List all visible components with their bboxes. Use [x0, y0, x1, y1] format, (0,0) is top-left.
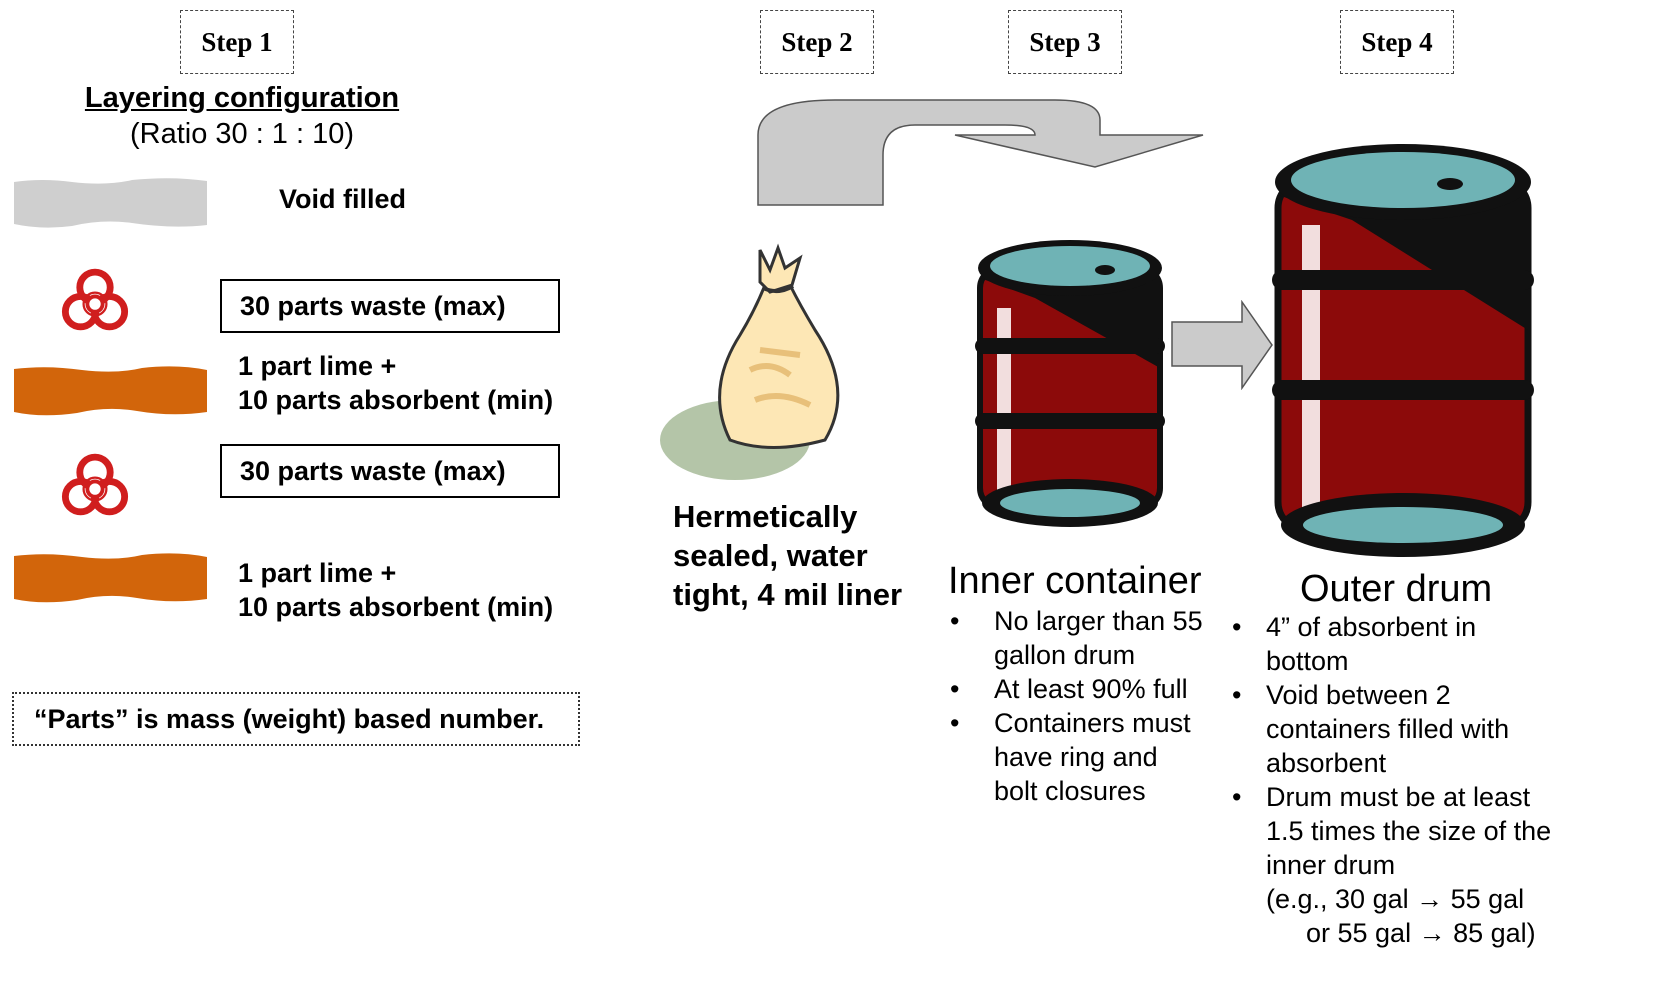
lime-line-2b: 10 parts absorbent (min) [238, 592, 554, 622]
void-filled-label: Void filled [279, 184, 406, 214]
inner-bullet-3-line-2: have ring and [994, 742, 1158, 772]
outer-bullet-1-line-2: bottom [1266, 646, 1349, 676]
inner-bullet-2: • At least 90% full [948, 672, 1218, 706]
outer-example-line-1: (e.g., 30 gal → 55 gal [1266, 884, 1525, 914]
lime-label-1: 1 part lime + 10 parts absorbent (min) [238, 349, 553, 417]
outer-bullet-2-line-1: Void between 2 [1266, 680, 1451, 710]
inner-container-bullets: • No larger than 55 gallon drum • At lea… [948, 604, 1218, 808]
outer-example-line-2: or 55 gal → 85 gal) [1306, 918, 1536, 948]
inner-bullet-1-line-1: No larger than 55 [994, 606, 1203, 636]
outer-bullet-2-line-2: containers filled with [1266, 714, 1510, 744]
lime-line-2a: 10 parts absorbent (min) [238, 385, 554, 415]
step-3-text: Step 3 [1029, 26, 1101, 57]
step-4-text: Step 4 [1361, 26, 1433, 57]
inner-bullet-3: • Containers must have ring and bolt clo… [948, 706, 1218, 808]
outer-drum-title: Outer drum [1300, 568, 1493, 610]
step-4-label: Step 4 [1340, 10, 1454, 74]
layering-ratio: (Ratio 30 : 1 : 10) [129, 118, 355, 150]
outer-drum-bullets: • 4” of absorbent in bottom • Void betwe… [1228, 610, 1568, 950]
waste-layer-label-2: 30 parts waste (max) [240, 455, 506, 486]
parts-note-text: “Parts” is mass (weight) based number. [34, 703, 545, 734]
liner-label: Hermetically sealed, water tight, 4 mil … [673, 497, 902, 614]
curved-arrow-icon [757, 99, 1204, 206]
outer-bullet-2: • Void between 2 containers filled with … [1228, 678, 1568, 780]
liner-line-3: tight, 4 mil liner [673, 577, 903, 612]
inner-bullet-2-line-1: At least 90% full [994, 674, 1188, 704]
step-2-text: Step 2 [781, 26, 853, 57]
liner-line-1: Hermetically [673, 499, 858, 534]
step-2-label: Step 2 [760, 10, 874, 74]
sealed-bag-icon [660, 243, 840, 480]
lime-line-1b: 1 part lime + [238, 558, 397, 588]
inner-bullet-1: • No larger than 55 gallon drum [948, 604, 1218, 672]
outer-bullet-3: • Drum must be at least 1.5 times the si… [1228, 780, 1568, 950]
lime-absorbent-layer-1 [14, 366, 207, 416]
step-1-text: Step 1 [201, 26, 273, 57]
drum-icon [975, 240, 1165, 527]
inner-container-title: Inner container [948, 560, 1202, 602]
parts-note-box: “Parts” is mass (weight) based number. [12, 692, 580, 746]
lime-line-1a: 1 part lime + [238, 351, 397, 381]
outer-bullet-3-line-1: Drum must be at least [1266, 782, 1531, 812]
step-3-label: Step 3 [1008, 10, 1122, 74]
layering-title: Layering configuration [84, 82, 400, 114]
lime-label-2: 1 part lime + 10 parts absorbent (min) [238, 556, 553, 624]
outer-bullet-3-line-2: 1.5 times the size of the [1266, 816, 1552, 846]
liner-line-2: sealed, water [673, 538, 868, 573]
biohazard-icon [61, 268, 129, 331]
waste-layer-box-1: 30 parts waste (max) [220, 279, 560, 333]
outer-bullet-1-line-1: 4” of absorbent in [1266, 612, 1477, 642]
inner-bullet-3-line-1: Containers must [994, 708, 1191, 738]
step-1-label: Step 1 [180, 10, 294, 74]
biohazard-icon [61, 453, 129, 516]
inner-bullet-1-line-2: gallon drum [994, 640, 1136, 670]
waste-layer-box-2: 30 parts waste (max) [220, 444, 560, 498]
void-fill-layer [14, 178, 207, 228]
waste-layer-label-1: 30 parts waste (max) [240, 290, 506, 321]
right-arrow-icon [1171, 300, 1273, 390]
outer-bullet-2-line-3: absorbent [1266, 748, 1387, 778]
inner-bullet-3-line-3: bolt closures [994, 776, 1146, 806]
drum-icon [1272, 144, 1534, 557]
lime-absorbent-layer-2 [14, 553, 207, 603]
outer-bullet-1: • 4” of absorbent in bottom [1228, 610, 1568, 678]
outer-bullet-3-line-3: inner drum [1266, 850, 1396, 880]
